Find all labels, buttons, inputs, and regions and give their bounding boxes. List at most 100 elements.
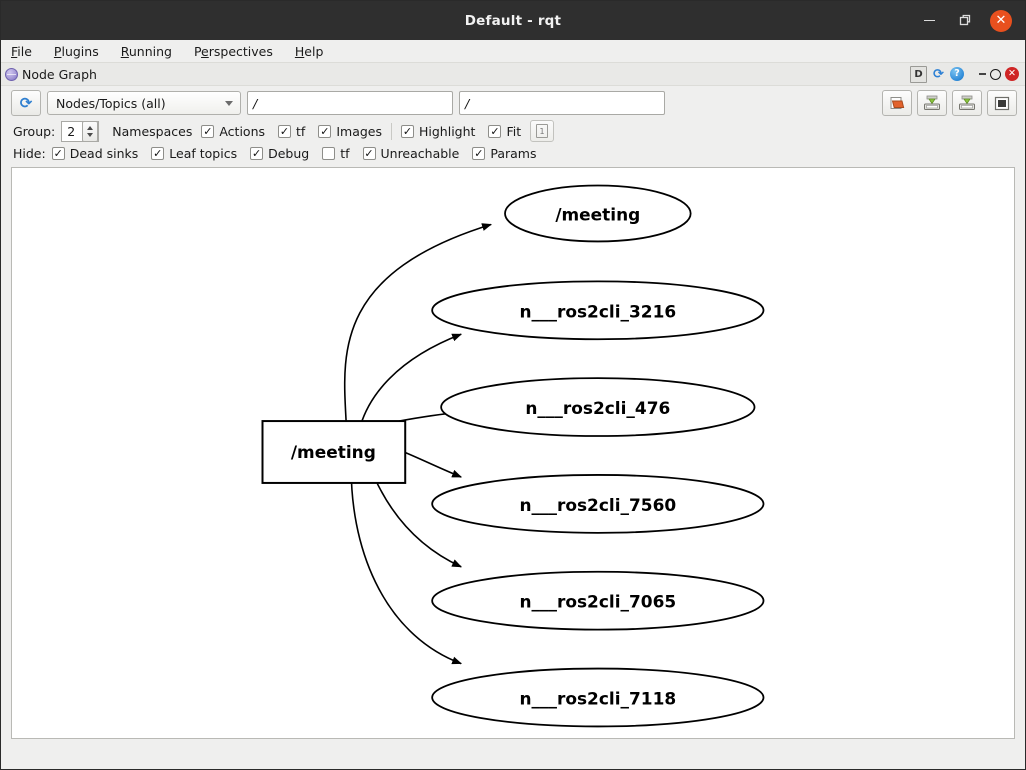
float-circle-icon[interactable]	[990, 68, 1001, 80]
node-ros2cli_7065-label: n___ros2cli_7065	[519, 592, 676, 612]
zoom-one-label: 1	[536, 124, 549, 138]
node-ros2cli_7065[interactable]: n___ros2cli_7065	[431, 570, 765, 631]
hide-dead-sinks-label: Dead sinks	[69, 146, 139, 161]
hide-tf-label: tf	[340, 146, 350, 161]
spinner-up-icon[interactable]	[87, 125, 94, 130]
node-ros2cli_7118[interactable]: n___ros2cli_7118	[431, 667, 765, 728]
actions-checkbox[interactable]	[201, 124, 215, 138]
node-meeting-box-label: /meeting	[291, 442, 376, 462]
hide-leaf-topics[interactable]: Leaf topics	[151, 146, 237, 161]
hide-leaf-topics-checkbox[interactable]	[151, 147, 165, 160]
graph-type-combo[interactable]: Nodes/Topics (all)	[47, 91, 241, 115]
hide-params-checkbox[interactable]	[472, 147, 486, 160]
graph-svg: /meeting /meeting n___ros2cli_3216 n___r…	[261, 184, 765, 728]
globe-icon	[5, 67, 18, 81]
highlight-checkbox[interactable]	[401, 124, 414, 138]
hide-dead-sinks[interactable]: Dead sinks	[51, 146, 139, 161]
group-value: 2	[67, 123, 76, 139]
menu-plugins-rest: lugins	[61, 43, 99, 59]
tf-checkbox-group[interactable]: tf	[278, 124, 305, 139]
hide-unreachable-checkbox[interactable]	[362, 147, 376, 160]
node-ros2cli_3216-label: n___ros2cli_3216	[519, 301, 676, 321]
refresh-icon[interactable]: ⟳	[11, 90, 41, 116]
hide-params[interactable]: Params	[472, 146, 536, 161]
save-image-icon[interactable]	[952, 90, 982, 116]
node-ros2cli_476[interactable]: n___ros2cli_476	[440, 377, 756, 437]
namespace-filter-input[interactable]: /	[247, 91, 453, 115]
menu-perspectives-rest: rspectives	[208, 43, 273, 59]
options-separator	[391, 122, 392, 140]
group-spinner[interactable]: 2	[61, 120, 100, 142]
spinner-down-icon[interactable]	[87, 132, 94, 137]
plugin-header-controls: D ⟳ ? ✕	[910, 65, 1019, 83]
node-ros2cli_476-label: n___ros2cli_476	[525, 398, 670, 418]
node-meeting-box[interactable]: /meeting	[261, 420, 407, 484]
node-meeting-topic[interactable]: /meeting	[504, 184, 692, 243]
node-ros2cli_7560-label: n___ros2cli_7560	[519, 495, 676, 515]
namespaces-label: Namespaces	[112, 123, 193, 139]
edge-meeting-to-ros2cli_3216[interactable]	[359, 333, 463, 427]
topic-filter-value: /	[465, 95, 470, 111]
hide-debug[interactable]: Debug	[250, 146, 309, 161]
topic-filter-input[interactable]: /	[459, 91, 665, 115]
dash-icon[interactable]	[979, 73, 986, 75]
close-icon[interactable]: ✕	[990, 9, 1012, 32]
plugin-title-bar: Node Graph D ⟳ ? ✕	[1, 63, 1025, 86]
minimize-icon[interactable]	[918, 10, 940, 32]
graph-nodes: /meeting /meeting n___ros2cli_3216 n___r…	[261, 184, 765, 728]
title-bar: Default - rqt ✕	[1, 1, 1025, 40]
fit-checkbox-group[interactable]: Fit	[488, 124, 521, 139]
hide-options-row: Hide: Dead sinks Leaf topics Debug tf Un…	[1, 144, 1025, 163]
highlight-checkbox-group[interactable]: Highlight	[401, 124, 475, 139]
hide-dead-sinks-checkbox[interactable]	[51, 147, 65, 160]
actions-checkbox-group[interactable]: Actions	[201, 124, 265, 139]
open-folder-icon[interactable]	[882, 90, 912, 116]
node-graph-canvas[interactable]: /meeting /meeting n___ros2cli_3216 n___r…	[11, 167, 1015, 739]
edge-meeting-to-meeting-topic[interactable]	[343, 223, 492, 427]
menu-help-rest: elp	[304, 43, 324, 59]
window-controls: ✕	[918, 9, 1025, 32]
spinner-buttons[interactable]	[82, 120, 99, 142]
menu-help[interactable]: Help	[294, 43, 324, 59]
hide-tf[interactable]: tf	[322, 146, 350, 161]
dock-button[interactable]: D	[910, 65, 927, 83]
images-label: Images	[336, 123, 382, 139]
toolbar-actions	[882, 90, 1019, 116]
hide-debug-checkbox[interactable]	[250, 147, 264, 160]
node-ros2cli_7560[interactable]: n___ros2cli_7560	[431, 474, 765, 534]
restore-icon[interactable]	[954, 10, 976, 32]
zoom-one-icon[interactable]: 1	[530, 120, 555, 142]
menu-bar: File Plugins Running Perspectives Help	[1, 40, 1025, 63]
plugin-title-group: Node Graph	[5, 67, 97, 82]
tf-label: tf	[296, 123, 306, 139]
edge-meeting-to-ros2cli_7560[interactable]	[398, 449, 463, 478]
status-bar	[1, 739, 1025, 769]
refresh-glyph: ⟳	[19, 93, 33, 112]
hide-params-label: Params	[490, 146, 537, 161]
menu-running[interactable]: Running	[120, 43, 172, 59]
fit-view-icon[interactable]	[987, 90, 1017, 116]
help-icon[interactable]: ?	[950, 67, 964, 81]
plugin-close-icon[interactable]: ✕	[1005, 67, 1019, 81]
actions-label: Actions	[219, 123, 266, 139]
menu-running-rest: unning	[128, 43, 172, 59]
menu-file[interactable]: File	[11, 43, 32, 59]
node-ros2cli_3216[interactable]: n___ros2cli_3216	[431, 280, 765, 341]
tf-checkbox[interactable]	[278, 124, 292, 138]
hide-debug-label: Debug	[268, 146, 310, 161]
node-ros2cli_7118-label: n___ros2cli_7118	[519, 688, 676, 708]
edge-meeting-to-ros2cli_7118[interactable]	[350, 461, 463, 665]
menu-plugins[interactable]: Plugins	[53, 43, 99, 59]
images-checkbox-group[interactable]: Images	[318, 124, 382, 139]
images-checkbox[interactable]	[318, 124, 332, 138]
hide-unreachable[interactable]: Unreachable	[362, 146, 460, 161]
hide-tf-checkbox[interactable]	[322, 147, 336, 160]
save-dot-icon[interactable]	[917, 90, 947, 116]
hide-label: Hide:	[13, 146, 46, 161]
menu-perspectives[interactable]: Perspectives	[193, 43, 273, 59]
fit-checkbox[interactable]	[488, 124, 502, 138]
hide-unreachable-label: Unreachable	[380, 146, 460, 161]
reload-icon[interactable]: ⟳	[933, 66, 944, 82]
graph-options-row: Group: 2 Namespaces Actions tf Images	[1, 118, 1025, 144]
